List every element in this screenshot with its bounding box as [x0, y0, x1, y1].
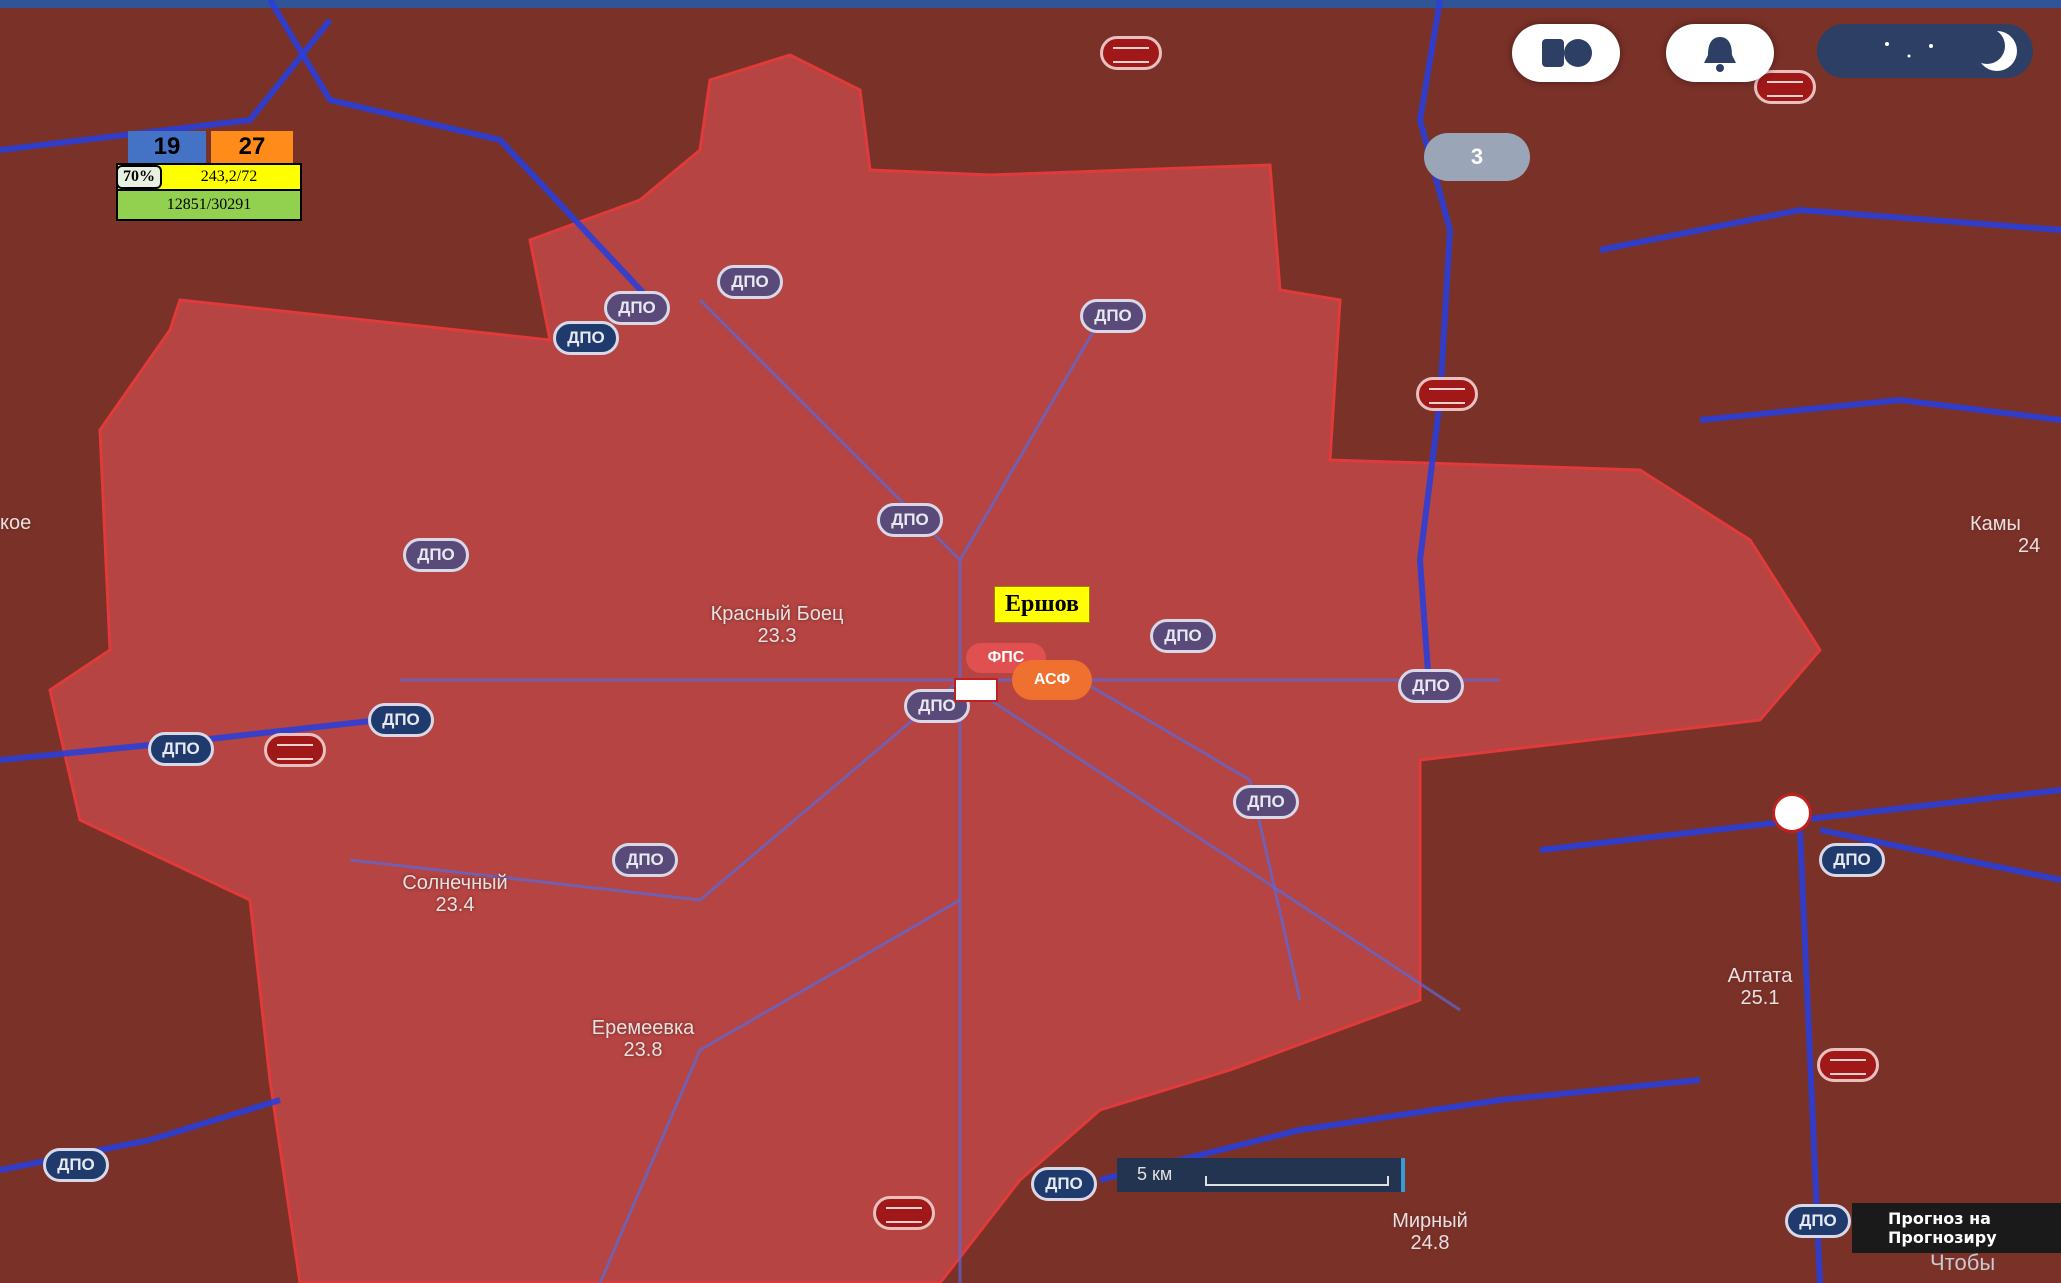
- dpo-marker[interactable]: ДПО: [1031, 1167, 1097, 1201]
- dpo-marker[interactable]: ДПО: [403, 538, 469, 572]
- layers-button[interactable]: [1512, 24, 1620, 82]
- fire-service-marker[interactable]: [1754, 70, 1816, 104]
- top-strip: [0, 0, 2061, 8]
- scale-bar: 5 км: [1117, 1158, 1405, 1192]
- forecast-hint: Чтобы: [1930, 1250, 1996, 1275]
- scale-ruler: [1205, 1176, 1389, 1186]
- dpo-marker[interactable]: ДПО: [1819, 843, 1885, 877]
- fire-service-marker[interactable]: [1416, 377, 1478, 411]
- night-mode-toggle[interactable]: [1817, 24, 2033, 78]
- edge-place-label: кое: [0, 512, 32, 534]
- dpo-marker[interactable]: ДПО: [1785, 1204, 1851, 1238]
- dpo-marker[interactable]: ДПО: [368, 703, 434, 737]
- fire-service-marker[interactable]: [873, 1196, 935, 1230]
- dpo-marker[interactable]: ДПО: [553, 321, 619, 355]
- cluster-count: 3: [1470, 144, 1484, 169]
- forecast-panel[interactable]: Прогноз на Прогнозиру: [1852, 1203, 2061, 1253]
- station-icon: [954, 678, 998, 702]
- orange-count: 27: [211, 131, 293, 163]
- fire-service-marker[interactable]: [1100, 36, 1162, 70]
- fire-service-marker[interactable]: [264, 733, 326, 767]
- dpo-marker[interactable]: ДПО: [1080, 299, 1146, 333]
- forecast-subtitle: Прогнозиру: [1888, 1228, 1997, 1247]
- cluster-badge[interactable]: 3: [1424, 133, 1530, 181]
- city-label: Ершов: [994, 586, 1090, 623]
- layers-icon: [1542, 39, 1592, 67]
- bell-icon: [1704, 37, 1736, 72]
- dpo-marker[interactable]: ДПО: [717, 265, 783, 299]
- dpo-marker[interactable]: ДПО: [877, 503, 943, 537]
- night-mode-icon: [1885, 28, 2017, 71]
- dpo-marker[interactable]: ДПО: [1233, 785, 1299, 819]
- forecast-title: Прогноз на: [1888, 1209, 1991, 1228]
- dpo-marker[interactable]: ДПО: [1398, 669, 1464, 703]
- green-value: 12851/30291: [116, 191, 302, 221]
- notifications-button[interactable]: [1666, 24, 1774, 82]
- district-polygon: [48, 53, 1822, 1283]
- dpo-marker[interactable]: ДПО: [148, 732, 214, 766]
- asf-marker[interactable]: АСФ: [1012, 660, 1092, 700]
- percent-badge: 70%: [116, 165, 162, 189]
- fire-station-icon[interactable]: [1772, 793, 1812, 833]
- scale-label: 5 км: [1137, 1164, 1173, 1184]
- dpo-marker[interactable]: ДПО: [43, 1148, 109, 1182]
- fire-service-marker[interactable]: [1817, 1048, 1879, 1082]
- dpo-marker[interactable]: ДПО: [612, 843, 678, 877]
- dpo-marker[interactable]: ДПО: [1150, 619, 1216, 653]
- blue-count: 19: [128, 131, 206, 163]
- dpo-marker[interactable]: ДПО: [604, 291, 670, 325]
